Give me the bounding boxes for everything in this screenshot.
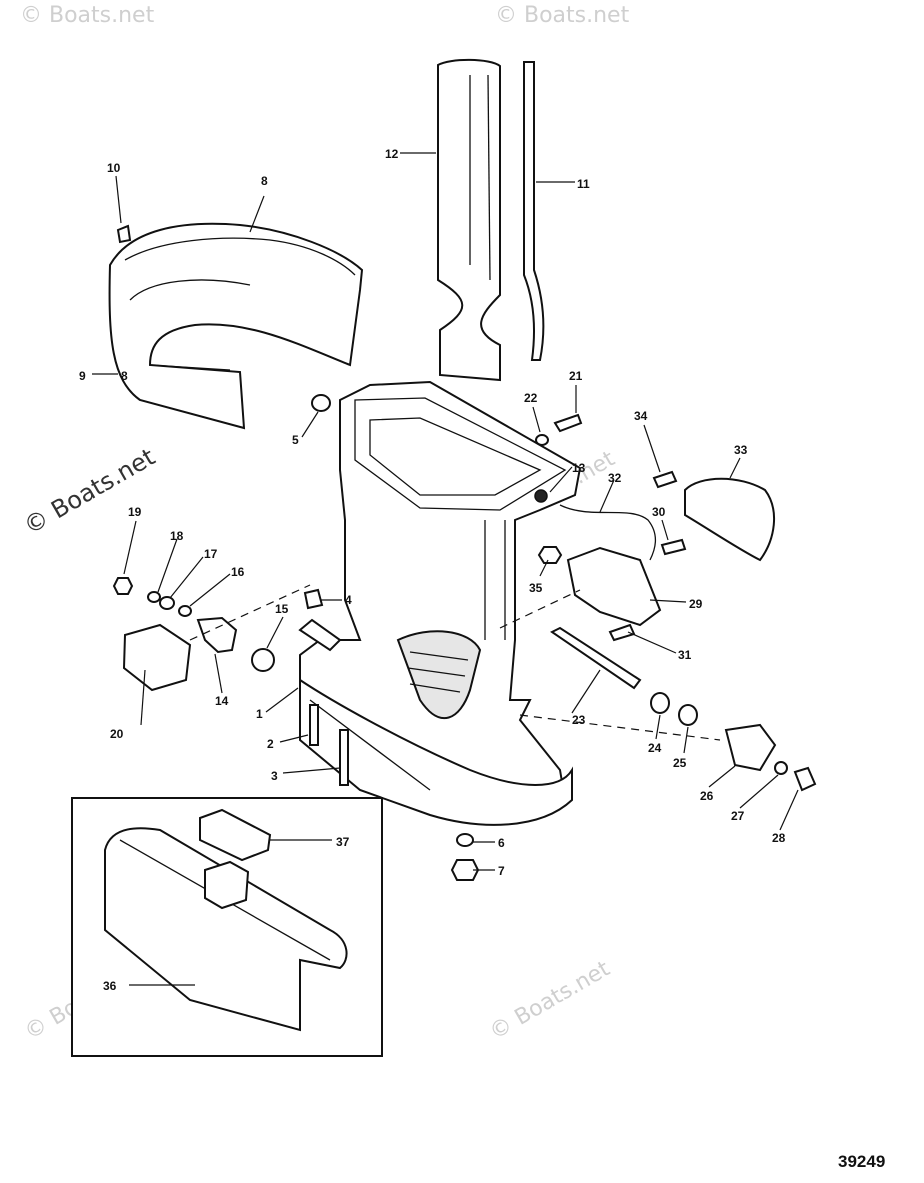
callout-20: 20 (110, 727, 124, 741)
alignment-line-left (189, 584, 311, 641)
callout-2: 2 (267, 737, 274, 751)
screw-part-10 (116, 224, 132, 244)
alignment-line-bottom (519, 714, 721, 741)
callout-14: 14 (215, 694, 229, 708)
callout-10: 10 (107, 161, 121, 175)
callout-labels: 1 2 3 4 5 6 7 8 8 9 10 11 12 13 14 15 16… (79, 147, 786, 993)
callout-28: 28 (772, 831, 786, 845)
callout-9: 9 (79, 369, 86, 383)
exhaust-tube-part (437, 58, 501, 382)
callout-35: 35 (529, 581, 543, 595)
callout-5: 5 (292, 433, 299, 447)
callout-34: 34 (634, 409, 648, 423)
watermark-main: © Boats.net (19, 443, 160, 540)
callout-29: 29 (689, 597, 703, 611)
inset-box (71, 797, 383, 1057)
callout-31: 31 (678, 648, 692, 662)
callout-12: 12 (385, 147, 399, 161)
exhaust-cover-part (108, 222, 364, 430)
callout-11: 11 (577, 177, 590, 191)
callout-8-top: 8 (261, 174, 268, 188)
callout-13: 13 (572, 461, 586, 475)
watermark-bottom-center: © Boats.net (486, 956, 615, 1045)
callout-32: 32 (608, 471, 622, 485)
callout-17: 17 (204, 547, 218, 561)
callout-19: 19 (128, 505, 142, 519)
callout-26: 26 (700, 789, 714, 803)
callout-18: 18 (170, 529, 184, 543)
small-parts (112, 394, 817, 881)
callout-24: 24 (648, 741, 662, 755)
leader-lines (92, 152, 799, 986)
watermark-top-left: © Boats.net (20, 3, 155, 28)
alignment-line-right (499, 589, 581, 629)
callout-8-side: 8 (121, 369, 128, 383)
watermark-top-center: © Boats.net (495, 3, 630, 28)
callout-22: 22 (524, 391, 538, 405)
water-tube-part (523, 61, 545, 361)
callout-3: 3 (271, 769, 278, 783)
callout-15: 15 (275, 602, 289, 616)
callout-27: 27 (731, 809, 745, 823)
callout-7: 7 (498, 864, 505, 878)
callout-1: 1 (256, 707, 263, 721)
callout-6: 6 (498, 836, 505, 850)
callout-23: 23 (572, 713, 586, 727)
callout-25: 25 (673, 756, 687, 770)
callout-21: 21 (569, 369, 583, 383)
callout-33: 33 (734, 443, 748, 457)
bracket-part-1 (298, 618, 342, 652)
gearcase-plate-part (299, 678, 573, 826)
callout-30: 30 (652, 505, 666, 519)
diagram-id: 39249 (838, 1152, 886, 1171)
callout-4: 4 (345, 593, 352, 607)
callout-16: 16 (231, 565, 245, 579)
callout-37: 37 (336, 835, 350, 849)
trim-fin-part (396, 630, 482, 720)
callout-36: 36 (103, 979, 117, 993)
